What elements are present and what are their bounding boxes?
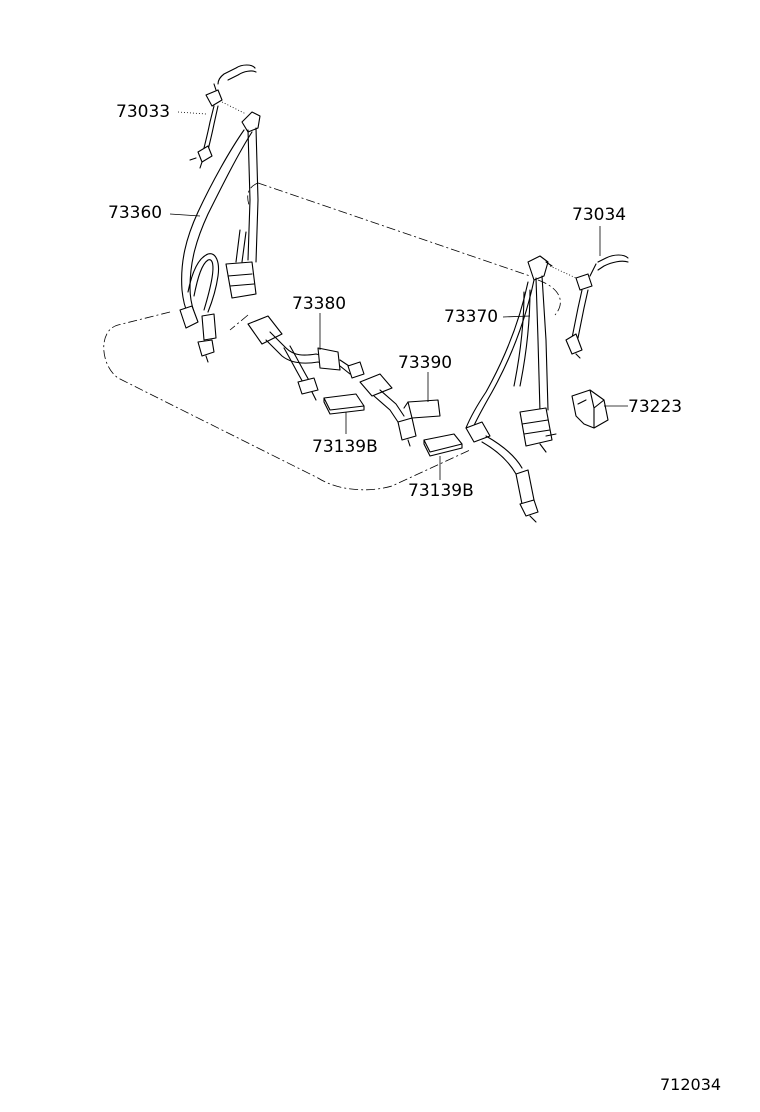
leader-73370 [502,315,531,318]
label-73390: 73390 [398,353,452,373]
label-73033: 73033 [116,102,170,122]
upper-right-anchor-part[interactable] [565,254,629,359]
label-73139b-left: 73139B [312,437,378,457]
right-belt-part[interactable] [465,255,557,523]
cover-part[interactable] [571,389,609,429]
seat-outline [103,182,561,491]
label-73380: 73380 [292,294,346,314]
anchor-to-belt-dashed [221,101,247,115]
leader-73360 [169,213,201,217]
leader-73033 [177,111,207,115]
plate-right-part[interactable] [423,433,463,457]
buckle-right-part[interactable] [359,373,441,447]
center-belt-part[interactable] [247,315,365,401]
plate-left-part[interactable] [323,393,365,415]
label-73034: 73034 [572,205,626,225]
seat-outline-back [247,182,259,206]
label-73139b-right: 73139B [408,481,474,501]
drawing-number: 712034 [660,1075,721,1094]
label-73223: 73223 [628,397,682,417]
label-73360: 73360 [108,203,162,223]
label-73370: 73370 [444,307,498,327]
upper-left-anchor-part[interactable] [189,64,257,169]
left-belt-part[interactable] [179,111,261,363]
right-anchor-to-guide-dashed [549,265,577,279]
